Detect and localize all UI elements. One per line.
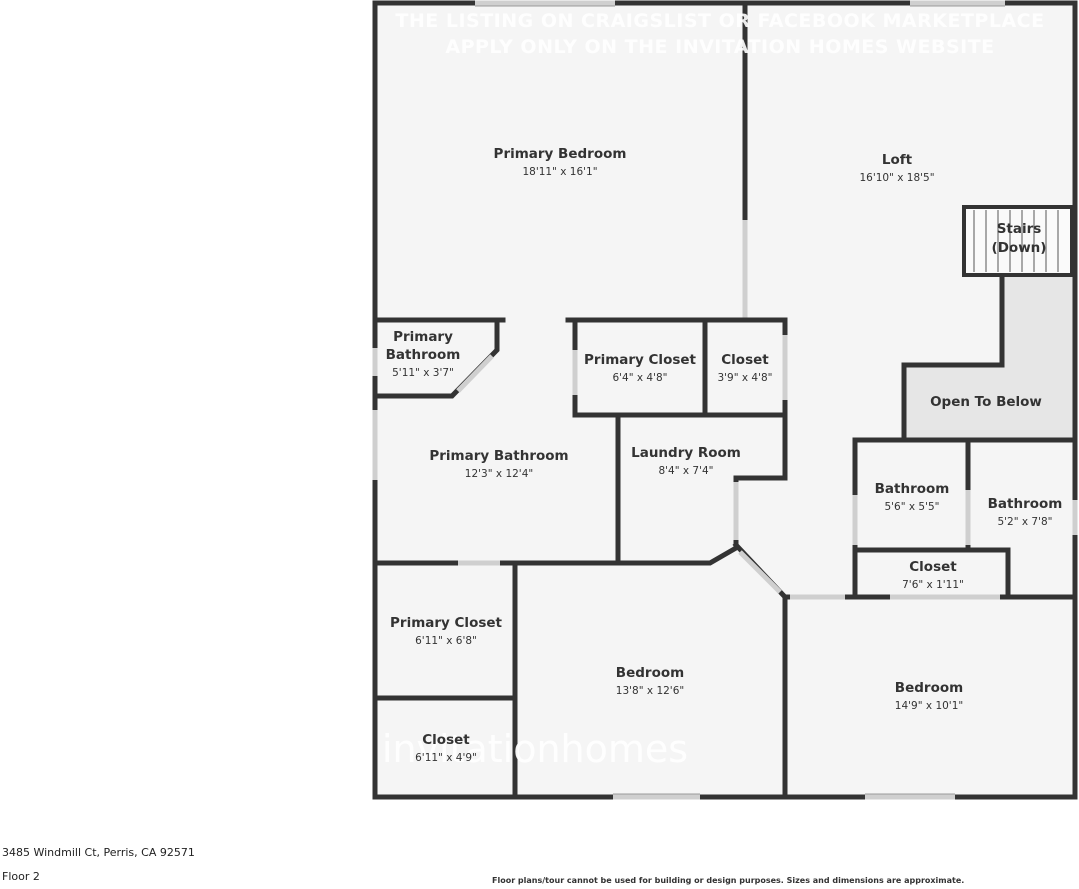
label-stairs-down: (Down) <box>992 240 1047 256</box>
dim-primary-bathroom: 12'3" x 12'4" <box>465 468 533 480</box>
stairs-graphic <box>962 205 1074 277</box>
watermark-logo: invitationhomes <box>382 727 688 771</box>
label-primary-bathroom: Primary Bathroom <box>429 448 568 464</box>
label-primary-bedroom: Primary Bedroom <box>494 146 627 162</box>
footer-disclaimer: Floor plans/tour cannot be used for buil… <box>492 876 965 885</box>
footer-floor: Floor 2 <box>2 870 40 883</box>
label-bedroom-1: Bedroom <box>616 665 684 681</box>
label-bedroom-2: Bedroom <box>895 680 963 696</box>
label-primary-closet-1: Primary Closet <box>584 352 697 368</box>
dim-closet-1: 3'9" x 4'8" <box>717 372 772 384</box>
dim-bathroom-2: 5'2" x 7'8" <box>997 516 1052 528</box>
label-stairs: Stairs <box>997 221 1042 237</box>
dim-primary-closet-2: 6'11" x 6'8" <box>415 635 477 647</box>
open-to-below-area <box>904 276 1073 440</box>
dim-loft: 16'10" x 18'5" <box>859 172 934 184</box>
dim-primary-closet-1: 6'4" x 4'8" <box>612 372 667 384</box>
label-closet-1: Closet <box>721 352 769 368</box>
dim-closet-2: 7'6" x 1'11" <box>902 579 964 591</box>
label-primary-closet-2: Primary Closet <box>390 615 503 631</box>
watermark-line1: THE LISTING ON CRAIGSLIST OR FACEBOOK MA… <box>395 10 1044 32</box>
dim-bedroom-2: 14'9" x 10'1" <box>895 700 963 712</box>
dim-bedroom-1: 13'8" x 12'6" <box>616 685 684 697</box>
watermark-line2: APPLY ONLY ON THE INVITATION HOMES WEBSI… <box>445 36 994 58</box>
label-bathroom-2: Bathroom <box>988 496 1063 512</box>
windows <box>372 0 1078 800</box>
dim-closet-3: 6'11" x 4'9" <box>415 752 477 764</box>
dim-primary-bathroom-small: 5'11" x 3'7" <box>392 367 454 379</box>
label-closet-2: Closet <box>909 559 957 575</box>
label-loft: Loft <box>882 152 913 168</box>
label-primary-bathroom-small-1: Primary <box>393 329 453 345</box>
label-open-to-below: Open To Below <box>930 394 1042 410</box>
dim-primary-bedroom: 18'11" x 16'1" <box>522 166 597 178</box>
label-laundry-room: Laundry Room <box>631 445 741 461</box>
dim-bathroom-1: 5'6" x 5'5" <box>884 501 939 513</box>
label-closet-3: Closet <box>422 732 470 748</box>
footer-address: 3485 Windmill Ct, Perris, CA 92571 <box>2 846 195 859</box>
label-primary-bathroom-small-2: Bathroom <box>386 347 461 363</box>
label-bathroom-1: Bathroom <box>875 481 950 497</box>
dim-laundry-room: 8'4" x 7'4" <box>658 465 713 477</box>
